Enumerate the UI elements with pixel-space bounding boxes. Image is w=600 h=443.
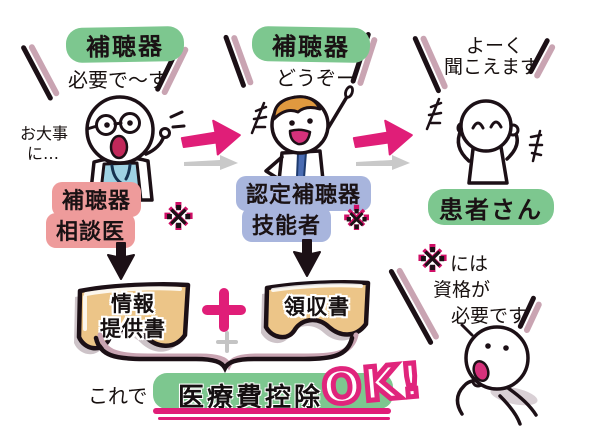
doctor-speech: 必要で〜す	[68, 68, 168, 92]
arrow-shadow	[356, 155, 410, 170]
emphasis-slash	[222, 31, 255, 89]
happy-eye	[489, 120, 503, 129]
doctor-aside-line1: お大事	[20, 124, 69, 143]
hair	[272, 95, 322, 121]
arrow-down-icon	[107, 242, 135, 280]
plus-icon	[202, 288, 246, 332]
emphasis-slash	[20, 41, 61, 102]
note-line2: 資格が	[433, 279, 491, 301]
patient-character	[425, 97, 544, 185]
conclusion-ok: OK!	[317, 350, 428, 418]
sound-mark-icon	[528, 129, 544, 163]
arrow-right-icon	[352, 119, 413, 170]
document-receipt: 領収書	[258, 276, 376, 348]
sound-mark-icon	[250, 101, 268, 135]
necktie	[296, 151, 307, 179]
happy-eye	[471, 121, 485, 130]
arrow-right-icon	[180, 119, 241, 170]
fitter-banner: 補聴器	[251, 25, 371, 64]
fitter-role-line1: 認定補聴器	[236, 176, 372, 211]
doctor-banner: 補聴器	[65, 25, 185, 64]
hair-line	[460, 323, 474, 337]
fitter-speech: どうぞー	[276, 66, 356, 90]
document-receipt-label: 領収書	[284, 295, 350, 319]
speech-dash-icon	[169, 110, 184, 119]
underline-thin	[158, 417, 390, 420]
paper	[263, 279, 371, 340]
note-line1: には	[450, 253, 489, 275]
speech-dash-icon	[171, 124, 186, 129]
document-referral-label: 情報 提供書	[100, 292, 166, 341]
brace-icon	[93, 332, 359, 374]
license-asterisk-icon: ※※	[342, 203, 372, 238]
doctor-aside-line2: に…	[27, 144, 60, 163]
open-mouth	[288, 128, 312, 146]
fitter-role-line2: 技能者	[242, 207, 332, 242]
license-asterisk-icon: ※※	[162, 199, 196, 239]
note-asterisk-icon: ※※	[416, 241, 450, 281]
patient-role-banner: 患者さん	[428, 189, 554, 225]
open-mouth	[109, 134, 129, 160]
plus-shadow-icon	[216, 331, 238, 353]
patient-speech-line2: 聞こえます	[444, 56, 540, 78]
surprised-character	[455, 323, 538, 426]
doctor-role-line1: 補聴器	[52, 182, 142, 217]
open-mouth	[472, 359, 490, 383]
arrow-down-icon	[293, 239, 321, 277]
underline-thick	[153, 408, 391, 414]
conclusion-banner	[153, 373, 393, 409]
conclusion-prefix: これで	[88, 384, 148, 408]
patient-speech-line1: よーく	[466, 35, 524, 57]
arrow-shadow	[184, 155, 238, 170]
fitter-character	[250, 85, 354, 192]
sound-mark-icon	[425, 97, 443, 131]
note-line3: 必要です	[451, 305, 528, 327]
